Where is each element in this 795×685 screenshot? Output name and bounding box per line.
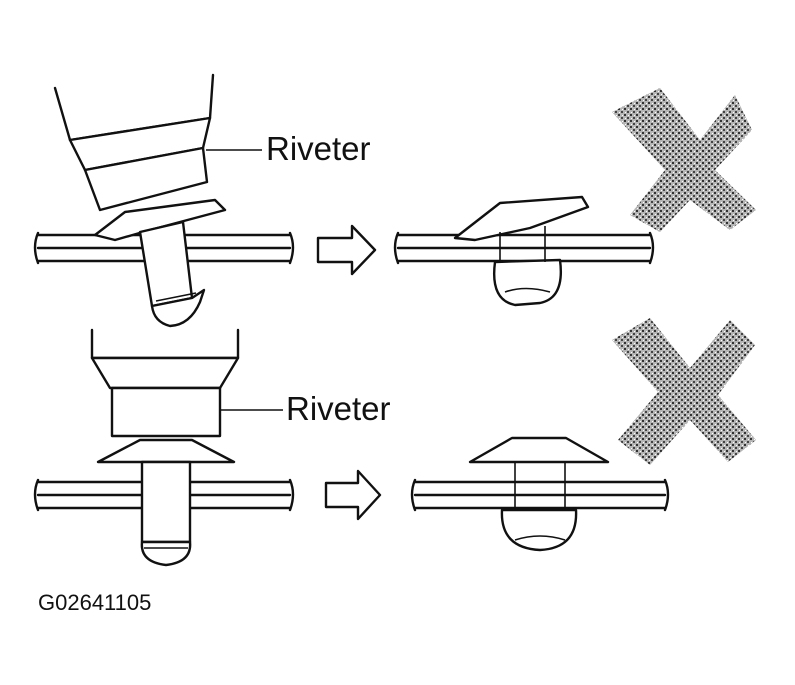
top-incorrect-installation <box>33 73 756 328</box>
bottom-arrow-icon <box>324 469 382 521</box>
figure-code: G02641105 <box>38 590 151 615</box>
bottom-riveter-callout: Riveter <box>220 390 391 427</box>
bottom-riveter-tool <box>90 328 240 438</box>
top-right-panel <box>393 231 655 265</box>
top-arrow-icon <box>316 224 377 276</box>
top-rivet-tilted <box>93 198 227 328</box>
bottom-cross-mark-icon <box>612 318 756 465</box>
bottom-right-panel <box>410 478 670 512</box>
bottom-riveter-label: Riveter <box>286 390 391 427</box>
top-riveter-tool <box>53 73 215 212</box>
bottom-rivet-installed-gap <box>468 436 610 552</box>
bottom-incorrect-installation <box>33 318 756 567</box>
bottom-rivet-straight <box>96 438 236 567</box>
top-rivet-installed-tilted <box>453 195 590 307</box>
top-riveter-callout: Riveter <box>206 130 371 167</box>
top-riveter-label: Riveter <box>266 130 371 167</box>
top-cross-mark-icon <box>612 88 756 232</box>
